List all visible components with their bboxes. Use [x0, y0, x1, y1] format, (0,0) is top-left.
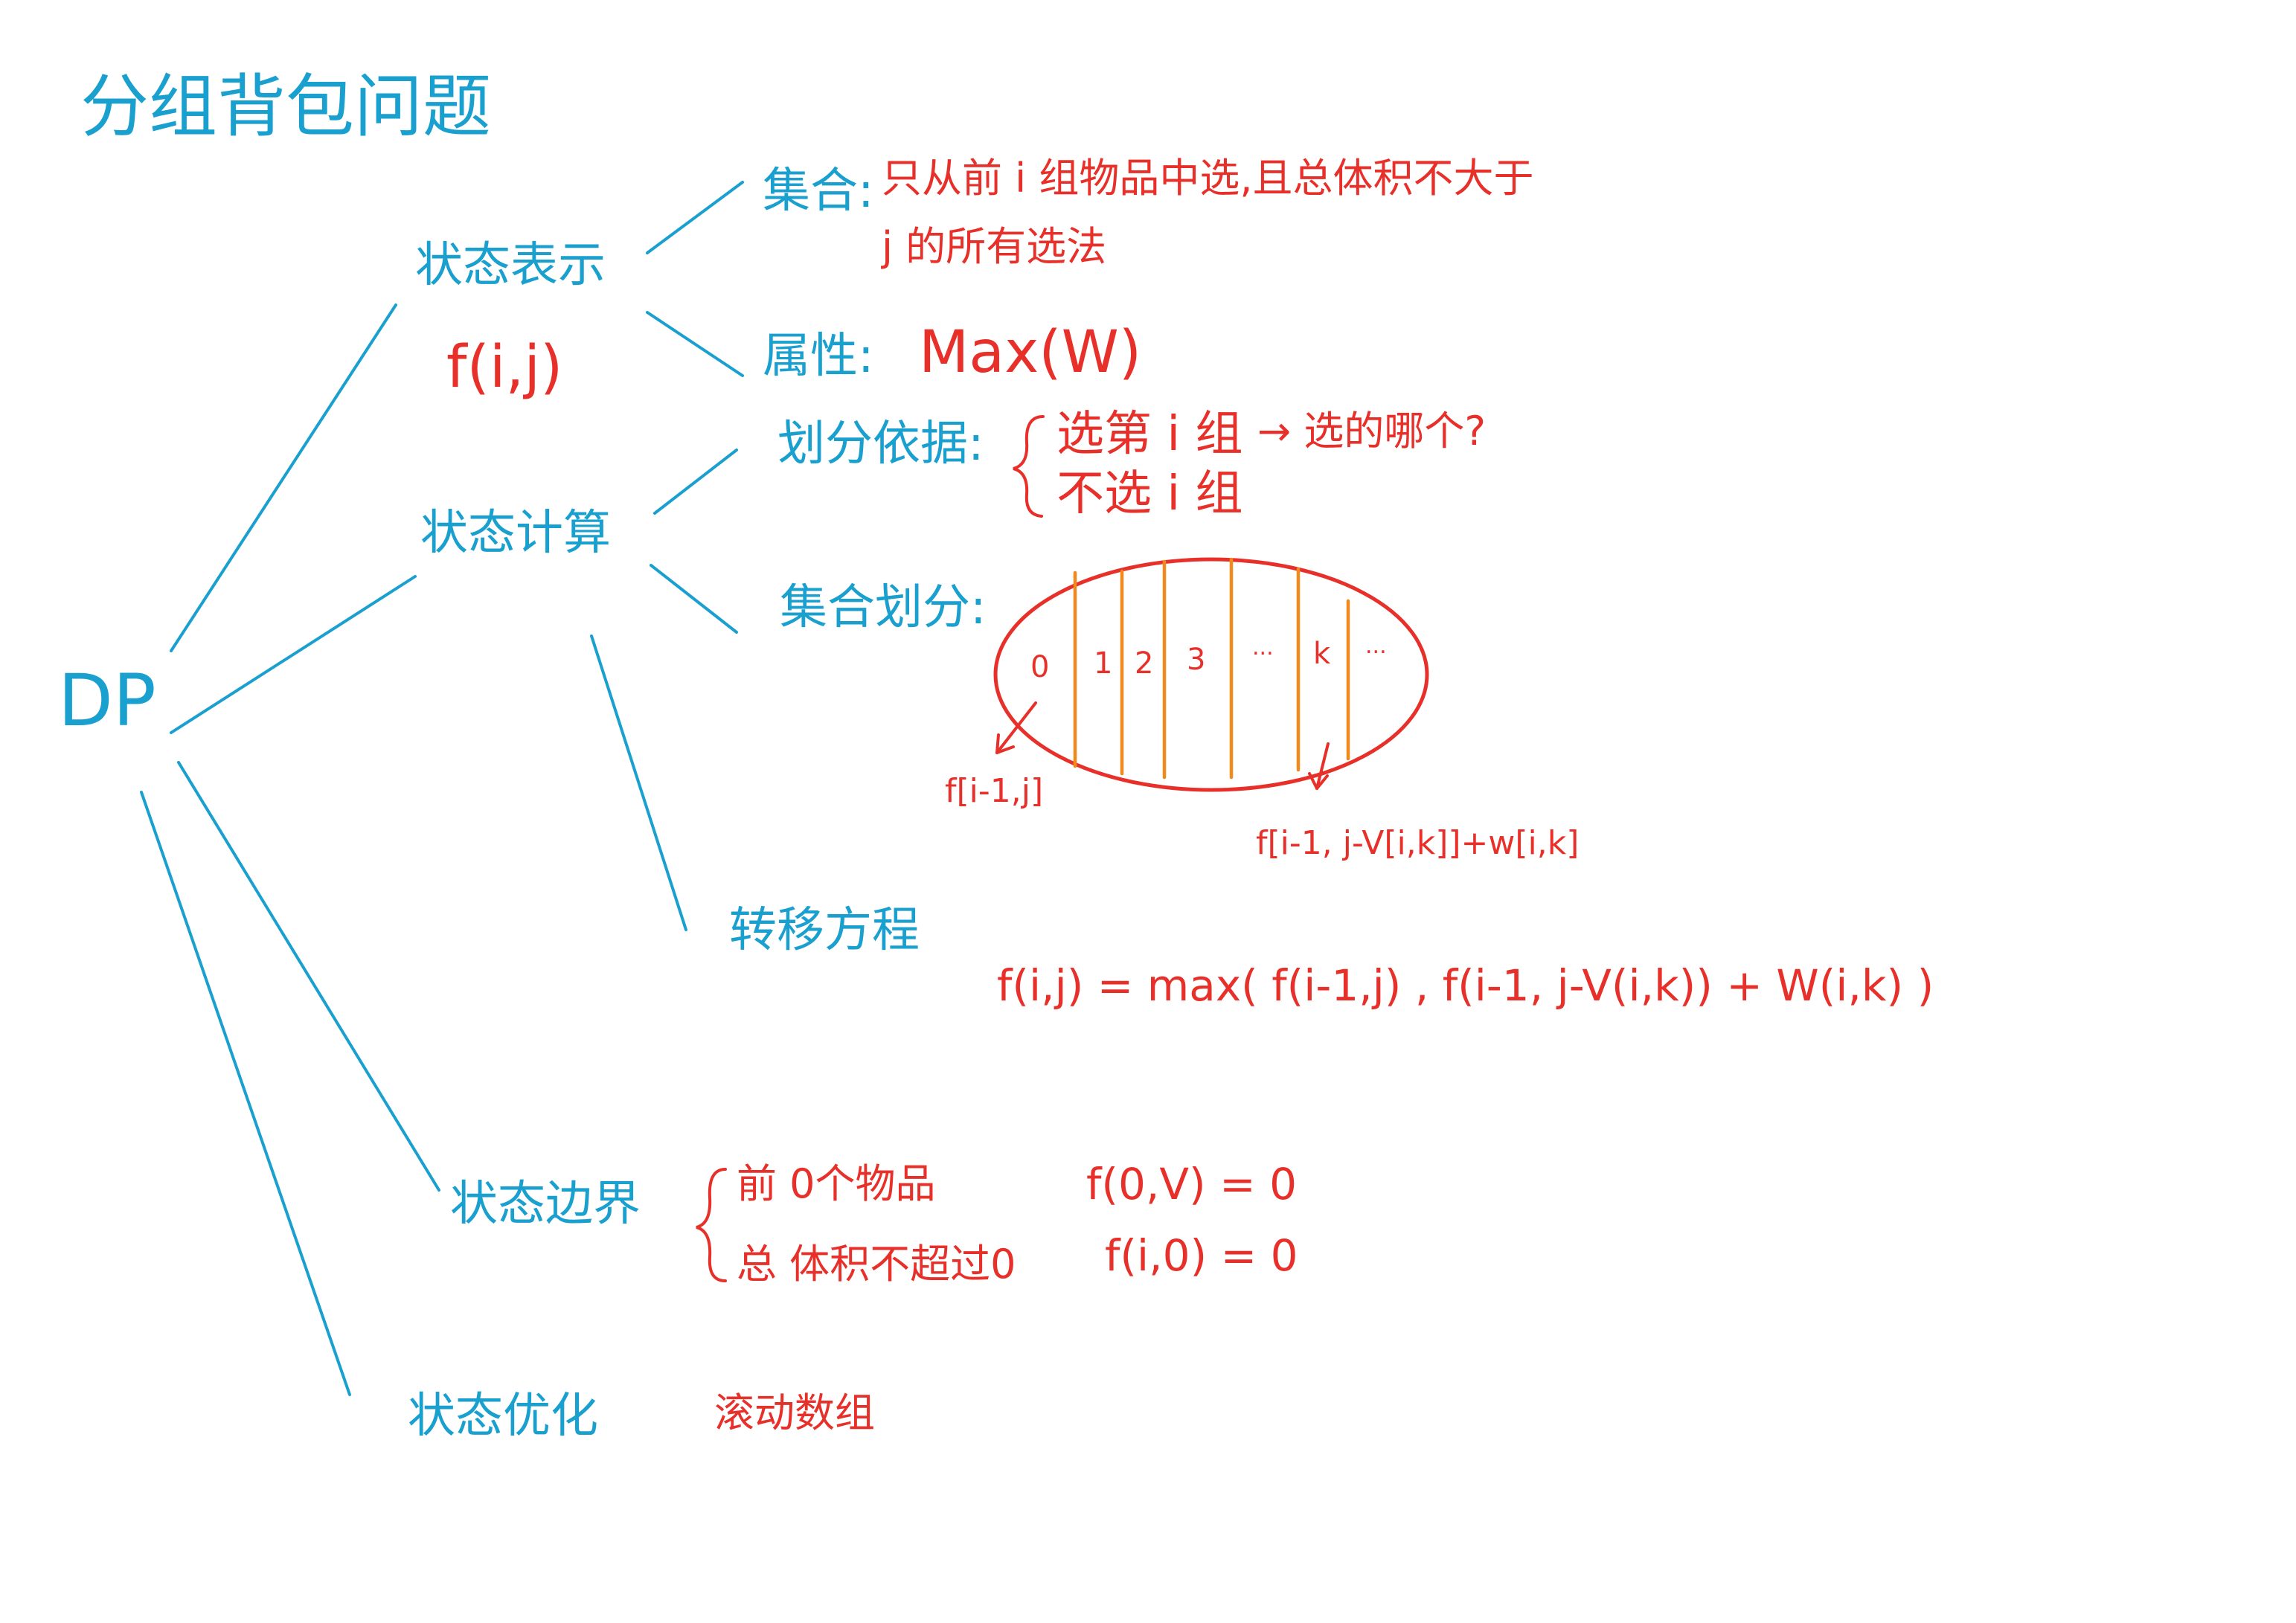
partition-right-formula: f[i-1, j-V[i,k]]+w[i,k] — [1256, 824, 1579, 862]
root-node-dp: DP — [58, 659, 156, 742]
branch-to-optimize — [140, 791, 351, 1396]
boundary-label: 状态边界 — [450, 1177, 641, 1232]
basis-label: 划分依据: — [777, 417, 984, 472]
branch-to-partition — [650, 564, 738, 634]
arrow-right — [1315, 742, 1330, 790]
set-description-line2: j 的所有选法 — [881, 223, 1106, 270]
partition-ellipse — [993, 557, 1429, 792]
basis-option-choose: 选第 i 组 — [1056, 407, 1242, 462]
branch-to-basis — [653, 449, 738, 515]
basis-brace — [1013, 415, 1045, 518]
arrow-left-head — [995, 733, 1015, 754]
state-func: f(i,j) — [446, 334, 562, 401]
part-1: 1 — [1094, 646, 1112, 681]
dp-branches — [140, 303, 440, 1396]
part-ellipsis-1: ... — [1252, 634, 1274, 661]
partition-label: 集合划分: — [780, 580, 987, 635]
boundary-brace — [696, 1168, 727, 1282]
part-ellipsis-2: ... — [1365, 633, 1387, 659]
branch-to-boundary — [177, 761, 440, 1192]
boundary-line1: 前 0个物品 — [737, 1160, 936, 1207]
attr-label: 属性: — [763, 329, 874, 384]
branch-to-state-repr — [170, 303, 397, 652]
boundary-line2: 总 体积不超过0 — [737, 1241, 1016, 1288]
part-2: 2 — [1135, 646, 1153, 681]
transition-equation: f(i,j) = max( f(i-1,j) , f(i-1, j-V(i,k)… — [997, 960, 1934, 1011]
branch-to-attr — [646, 311, 744, 377]
state-calc-label: 状态计算 — [420, 506, 611, 561]
part-3: 3 — [1187, 643, 1205, 677]
diagram-title: 分组背包问题 — [80, 67, 491, 147]
basis-question: → 选的哪个? — [1257, 408, 1486, 454]
optimize-label: 状态优化 — [408, 1389, 598, 1444]
arrow-left — [995, 701, 1037, 754]
partition-set: 0 1 2 3 ... k ... — [993, 557, 1429, 792]
set-label: 集合: — [763, 164, 874, 219]
branch-to-set — [646, 181, 744, 254]
part-k: k — [1313, 637, 1331, 671]
arrow-right-head — [1308, 772, 1329, 790]
set-description-line1: 只从前 i 组物品中选,且总体积不大于 — [882, 155, 1534, 202]
partition-left-formula: f[i-1,j] — [945, 772, 1043, 810]
boundary-eq1: f(0,V) = 0 — [1086, 1159, 1297, 1209]
state-repr-label: 状态表示 — [415, 238, 606, 293]
branch-to-transition — [590, 634, 687, 931]
transition-label: 转移方程 — [729, 903, 920, 958]
branch-to-state-calc — [170, 575, 417, 734]
basis-option-skip: 不选 i 组 — [1056, 466, 1242, 521]
boundary-eq2: f(i,0) = 0 — [1105, 1230, 1298, 1281]
attr-value: Max(W) — [919, 319, 1141, 386]
optimize-value: 滚动数组 — [714, 1389, 875, 1436]
part-0: 0 — [1030, 650, 1049, 684]
